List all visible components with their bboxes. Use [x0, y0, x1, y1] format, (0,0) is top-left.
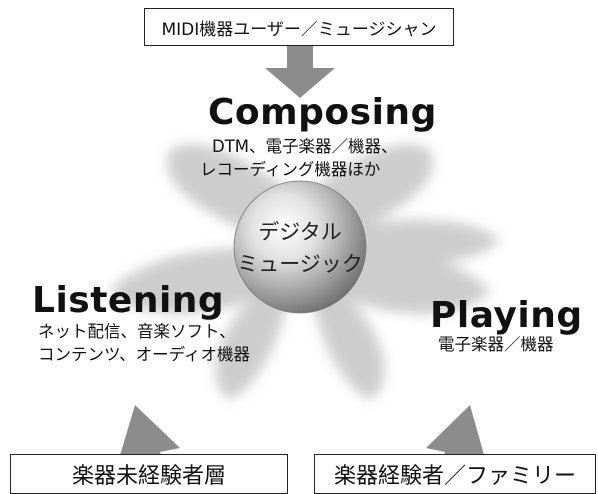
listening-line-2: コンテンツ、オーディオ機器 [38, 345, 251, 364]
bottom-right-box: 楽器経験者／ファミリー [314, 454, 596, 494]
arrow-down-top [265, 40, 335, 98]
arrow-up-left [118, 405, 180, 484]
petal-side-right [330, 219, 500, 266]
petal-top [166, 144, 434, 250]
composing-line-2: レコーディング機器ほか [200, 160, 381, 179]
center-label-line-1: デジタル [258, 220, 342, 244]
playing-title: Playing [430, 295, 583, 336]
arrow-up-right [426, 405, 486, 484]
bottom-left-box-label: 楽器未経験者層 [71, 464, 226, 489]
top-box: MIDI機器ユーザー／ミュージシャン [144, 8, 454, 46]
listening-title: Listening [32, 280, 225, 321]
listening-line-1: ネット配信、音楽ソフト、 [38, 322, 236, 341]
composing-title: Composing [208, 92, 437, 133]
playing-line-1: 電子楽器／機器 [438, 335, 554, 354]
top-box-label: MIDI機器ユーザー／ミュージシャン [161, 19, 437, 40]
center-sphere [233, 180, 367, 314]
center-label-line-2: ミュージック [237, 252, 363, 276]
bottom-left-box: 楽器未経験者層 [10, 454, 288, 494]
composing-line-1: DTM、電子楽器／機器、 [212, 137, 398, 156]
bottom-right-box-label: 楽器経験者／ファミリー [333, 464, 576, 489]
